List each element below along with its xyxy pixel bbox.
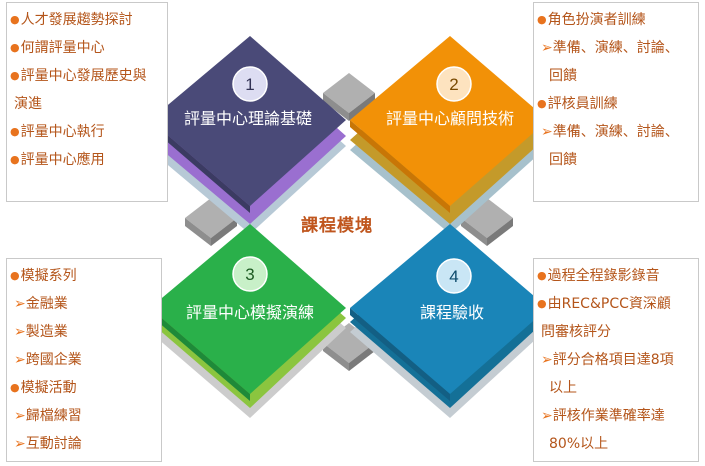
list-item: ●模擬活動	[10, 380, 77, 396]
box-top-left: ●人才發展趨勢探討 ●何謂評量中心 ●評量中心發展歷史與 演進 ●評量中心執行 …	[6, 2, 168, 202]
module-1-number-badge: 1	[232, 66, 268, 102]
list-item: ●評量中心應用	[10, 152, 105, 168]
bullet-icon: ●	[537, 97, 547, 110]
list-item: ➢準備、演練、討論、	[541, 124, 679, 140]
svg-text:2: 2	[449, 75, 458, 94]
module-3-number-badge: 3	[232, 256, 268, 292]
list-item: ●評核員訓練	[537, 96, 618, 112]
list-item: ➢金融業	[14, 296, 68, 312]
list-item-continuation: 問審核評分	[541, 324, 611, 340]
arrow-icon: ➢	[541, 408, 553, 424]
module-2-diamond	[350, 36, 548, 234]
box-bottom-left: ●模擬系列 ➢金融業 ➢製造業 ➢跨國企業 ●模擬活動 ➢歸檔練習 ➢互動討論	[6, 258, 162, 462]
list-item: ●過程全程錄影錄音	[537, 268, 660, 284]
connector-top	[323, 73, 375, 121]
arrow-icon: ➢	[541, 40, 553, 56]
list-item-continuation: 回饋	[549, 68, 577, 84]
bullet-icon: ●	[537, 269, 547, 282]
bullet-icon: ●	[10, 381, 20, 394]
list-item-continuation: 回饋	[549, 152, 577, 168]
arrow-icon: ➢	[541, 124, 553, 140]
list-item-continuation: 80%以上	[549, 436, 609, 452]
list-item-continuation: 以上	[549, 380, 577, 396]
module-4-title: 課程驗收	[420, 303, 484, 322]
arrow-icon: ➢	[541, 352, 553, 368]
box-top-right: ●角色扮演者訓練 ➢準備、演練、討論、 回饋 ●評核員訓練 ➢準備、演練、討論、…	[533, 2, 699, 202]
bullet-icon: ●	[10, 41, 20, 54]
list-item: ●模擬系列	[10, 268, 77, 284]
module-2-title: 評量中心顧問技術	[386, 109, 514, 128]
module-3-diamond	[150, 224, 346, 418]
module-2-number-badge: 2	[436, 66, 472, 102]
module-4-diamond	[350, 224, 548, 418]
list-item: ➢準備、演練、討論、	[541, 40, 679, 56]
list-item: ➢製造業	[14, 324, 68, 340]
module-3-title: 評量中心模擬演練	[186, 303, 314, 322]
svg-text:4: 4	[449, 267, 458, 286]
list-item: ➢跨國企業	[14, 352, 82, 368]
bullet-icon: ●	[537, 13, 547, 26]
bullet-icon: ●	[10, 13, 20, 26]
svg-text:3: 3	[245, 265, 254, 284]
module-1-diamond	[150, 36, 346, 234]
arrow-icon: ➢	[14, 324, 26, 340]
bullet-icon: ●	[10, 69, 20, 82]
list-item: ●角色扮演者訓練	[537, 12, 646, 28]
box-bottom-right: ●過程全程錄影錄音 ●由REC&PCC資深顧 問審核評分 ➢評分合格項目達8項 …	[533, 258, 699, 462]
list-item: ➢評核作業準確率達	[541, 408, 665, 424]
list-item: ●何謂評量中心	[10, 40, 105, 56]
list-item: ●由REC&PCC資深顧	[537, 296, 671, 312]
module-1-title: 評量中心理論基礎	[184, 109, 312, 128]
list-item: ➢評分合格項目達8項	[541, 352, 674, 368]
arrow-icon: ➢	[14, 408, 26, 424]
list-item: ●人才發展趨勢探討	[10, 12, 133, 28]
bullet-icon: ●	[10, 269, 20, 282]
svg-text:1: 1	[245, 75, 254, 94]
arrow-icon: ➢	[14, 296, 26, 312]
center-title: 課程模塊	[301, 216, 373, 236]
bullet-icon: ●	[537, 297, 547, 310]
list-item: ●評量中心發展歷史與	[10, 68, 147, 84]
list-item: ➢互動討論	[14, 436, 82, 452]
bullet-icon: ●	[10, 153, 20, 166]
list-item: ➢歸檔練習	[14, 408, 82, 424]
arrow-icon: ➢	[14, 436, 26, 452]
module-4-number-badge: 4	[436, 258, 472, 294]
list-item: ●評量中心執行	[10, 124, 105, 140]
bullet-icon: ●	[10, 125, 20, 138]
arrow-icon: ➢	[14, 352, 26, 368]
list-item-continuation: 演進	[14, 96, 42, 112]
